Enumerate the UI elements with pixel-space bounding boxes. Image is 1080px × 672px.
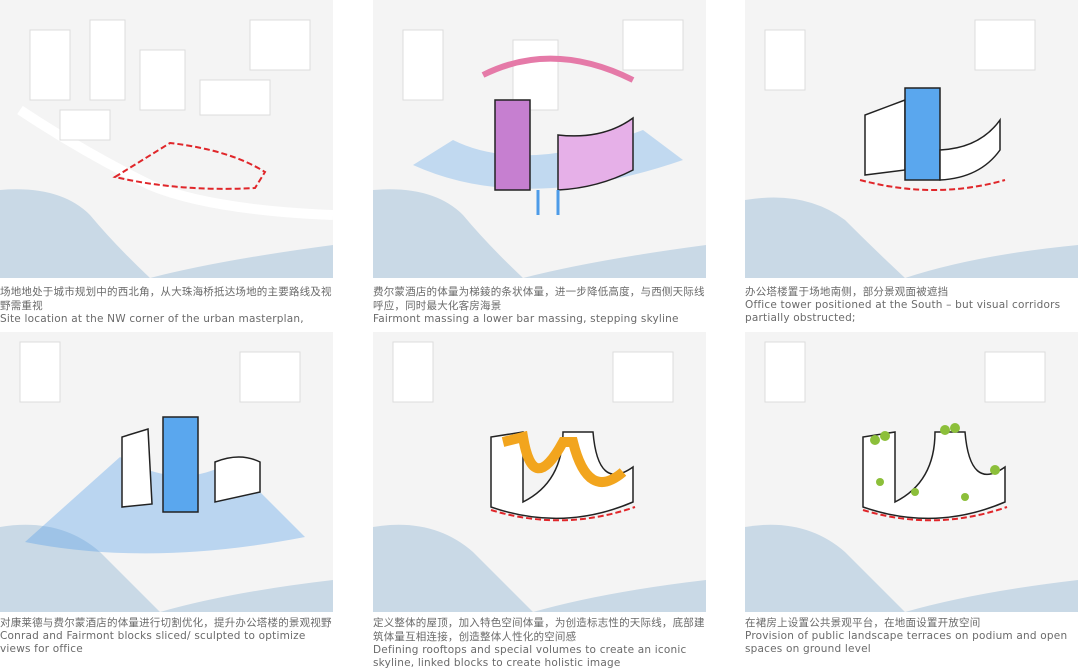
caption-en: Provision of public landscape terraces o…: [745, 630, 1068, 655]
panel-1: 场地地处于城市规划中的西北角，从大珠海桥抵达场地的主要路线及视野需重视 Site…: [0, 0, 333, 325]
skyline-arrow: [481, 55, 635, 83]
caption-3: 办公塔楼置于场地南侧，部分景观面被遮挡 Office tower positio…: [745, 285, 1078, 325]
caption-zh: 对康莱德与费尔蒙酒店的体量进行切割优化，提升办公塔楼的景观视野: [0, 617, 332, 629]
caption-zh: 定义整体的屋顶，加入特色空间体量，为创造标志性的天际线，底部建筑体量互相连接，创…: [373, 617, 705, 643]
office-tower: [162, 416, 199, 513]
caption-en: Site location at the NW corner of the ur…: [0, 313, 304, 325]
office-tower: [904, 87, 941, 181]
panel-3: 办公塔楼置于场地南侧，部分景观面被遮挡 Office tower positio…: [745, 0, 1078, 324]
caption-zh: 场地地处于城市规划中的西北角，从大珠海桥抵达场地的主要路线及视野需重视: [0, 286, 332, 312]
landscape-terraces: [870, 423, 1000, 501]
context-buildings: [29, 19, 311, 141]
caption-6: 在裙房上设置公共景观平台，在地面设置开放空间 Provision of publ…: [745, 616, 1078, 656]
linked-massing: [862, 431, 1006, 520]
panel-4: 对康莱德与费尔蒙酒店的体量进行切割优化，提升办公塔楼的景观视野 Conrad a…: [0, 332, 333, 655]
site-diagram-1: [0, 0, 333, 278]
caption-5: 定义整体的屋顶，加入特色空间体量，为创造标志性的天际线，底部建筑体量互相连接，创…: [373, 616, 706, 670]
rooftop-band: [501, 430, 627, 487]
linked-massing: [490, 431, 634, 520]
road: [17, 105, 333, 220]
site-diagram-6: [745, 332, 1078, 612]
caption-zh: 费尔蒙酒店的体量为梯錂的条状体量，进一步降低高度，与西侧天际线呼应，同时最大化客…: [373, 286, 705, 312]
panel-2: 费尔蒙酒店的体量为梯錂的条状体量，进一步降低高度，与西侧天际线呼应，同时最大化客…: [373, 0, 706, 325]
site-diagram-5: [373, 332, 706, 612]
caption-zh: 办公塔楼置于场地南侧，部分景观面被遮挡: [745, 286, 949, 298]
panel-6: 在裙房上设置公共景观平台，在地面设置开放空间 Provision of publ…: [745, 332, 1078, 655]
fairmont-block: [214, 456, 261, 503]
panel-5: 定义整体的屋顶，加入特色空间体量，为创造标志性的天际线，底部建筑体量互相连接，创…: [373, 332, 706, 669]
caption-en: Conrad and Fairmont blocks sliced/ sculp…: [0, 630, 306, 655]
caption-4: 对康莱德与费尔蒙酒店的体量进行切割优化，提升办公塔楼的景观视野 Conrad a…: [0, 616, 333, 656]
conrad-block: [121, 428, 153, 508]
site-diagram-3: [745, 0, 1078, 278]
conrad-block: [494, 99, 531, 191]
site-diagram-2: [373, 0, 706, 278]
fairmont-block: [939, 117, 1001, 181]
site-boundary: [112, 141, 267, 190]
fairmont-block: [557, 116, 634, 191]
caption-en: Defining rooftops and special volumes to…: [373, 644, 687, 669]
caption-2: 费尔蒙酒店的体量为梯錂的条状体量，进一步降低高度，与西侧天际线呼应，同时最大化客…: [373, 285, 706, 326]
site-diagram-4: [0, 332, 333, 612]
caption-en: Fairmont massing a lower bar massing, st…: [373, 313, 679, 325]
caption-1: 场地地处于城市规划中的西北角，从大珠海桥抵达场地的主要路线及视野需重视 Site…: [0, 285, 333, 326]
caption-en: Office tower positioned at the South – b…: [745, 299, 1061, 324]
caption-zh: 在裙房上设置公共景观平台，在地面设置开放空间: [745, 617, 981, 629]
water-area: [0, 189, 150, 278]
